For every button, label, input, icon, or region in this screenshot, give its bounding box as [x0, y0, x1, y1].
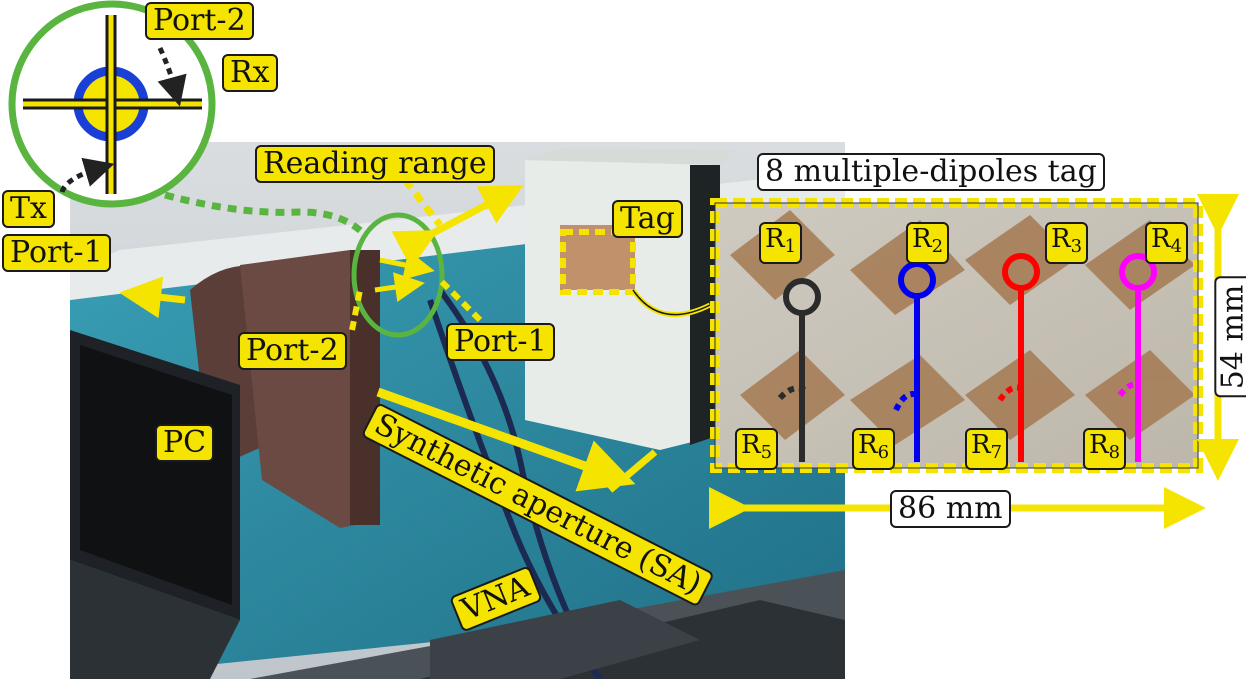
green-dashed-link — [164, 191, 365, 235]
tag-box-title: 8 multiple-dipoles tag — [757, 153, 1105, 191]
rx-label: Rx — [222, 54, 278, 92]
resonator-label-r8: R8 — [1083, 428, 1127, 470]
resonators — [777, 253, 1157, 462]
pc-laptop — [70, 330, 240, 679]
port2-top-label: Port-2 — [145, 2, 254, 40]
tx-label: Tx — [2, 190, 55, 228]
port1-mid-label: Port-1 — [446, 323, 555, 361]
resonator-r4-r8 — [1117, 253, 1157, 462]
tag-label: Tag — [612, 200, 683, 238]
pc-label: PC — [155, 424, 215, 462]
tag-box — [525, 148, 735, 450]
resonator-label-r2: R2 — [906, 222, 950, 264]
resonator-label-r5: R5 — [735, 428, 779, 470]
yellow-annotations — [119, 177, 712, 493]
resonator-label-r7: R7 — [965, 428, 1009, 470]
resonator-r2-r6 — [893, 261, 936, 462]
resonator-label-r1: R1 — [759, 222, 803, 264]
vna-device — [430, 600, 700, 679]
height-dimension-label: 54 mm — [1214, 276, 1246, 398]
port2-mid-label: Port-2 — [238, 332, 347, 370]
resonator-r3-r7 — [997, 253, 1040, 462]
antenna-inset — [8, 0, 216, 208]
port-arrows-inset — [59, 46, 187, 193]
port1-left-label: Port-1 — [2, 234, 111, 272]
reading-range-label: Reading range — [255, 145, 495, 183]
resonator-r1-r5 — [777, 278, 821, 462]
resonator-label-r6: R6 — [852, 428, 896, 470]
resonator-label-r3: R3 — [1045, 222, 1089, 264]
resonator-label-r4: R4 — [1145, 222, 1189, 264]
width-dimension-label: 86 mm — [890, 490, 1011, 528]
